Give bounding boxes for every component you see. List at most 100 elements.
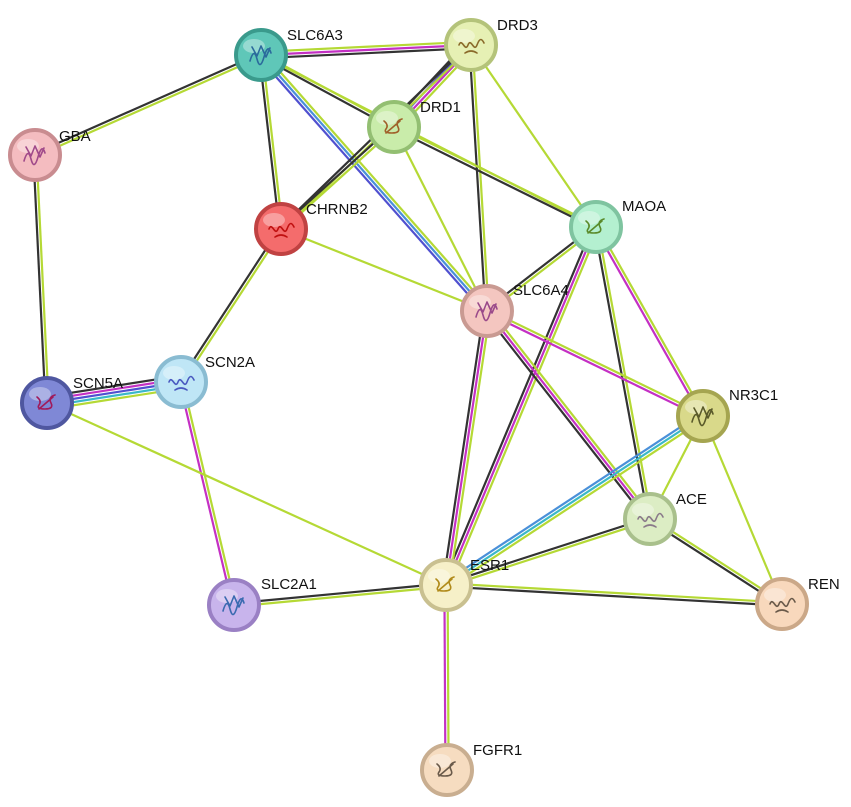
edge-line-experiments <box>444 226 598 586</box>
protein-structure-icon <box>769 597 796 613</box>
edge-maoa-nr3c1[interactable] <box>593 225 706 418</box>
edge-line-coexpression <box>32 155 47 404</box>
edge-line-coexpression <box>468 45 487 312</box>
node-ren[interactable]: REN <box>755 576 840 631</box>
edge-line-experiments <box>444 310 489 586</box>
edge-line-cooccurrence <box>445 415 704 586</box>
node-highlight <box>764 588 786 602</box>
edge-scn5a-esr1[interactable] <box>46 401 447 587</box>
edge-line-textmining <box>470 44 597 228</box>
edge-line-databases <box>260 54 488 312</box>
edge-line-experiments <box>485 311 703 419</box>
node-slc6a4[interactable]: SLC6A4 <box>460 282 569 338</box>
edge-line-coexpression <box>445 585 782 607</box>
edge-line-experiments <box>260 43 472 57</box>
node-fgfr1[interactable]: FGFR1 <box>420 742 522 797</box>
edge-maoa-ace[interactable] <box>593 226 653 520</box>
node-slc6a3[interactable]: SLC6A3 <box>234 27 343 82</box>
edge-nr3c1-ren[interactable] <box>701 415 784 605</box>
node-circle <box>755 577 809 631</box>
edge-slc6a4-esr1[interactable] <box>441 310 492 586</box>
node-label: ACE <box>676 491 707 508</box>
edge-gba-scn5a[interactable] <box>32 154 50 404</box>
node-label: SLC2A1 <box>261 576 317 593</box>
node-ace[interactable]: ACE <box>623 491 707 546</box>
node-gba[interactable]: GBA <box>8 128 91 182</box>
edge-maoa-esr1[interactable] <box>442 225 600 587</box>
node-circle <box>154 355 208 409</box>
node-drd1[interactable]: DRD1 <box>367 99 461 154</box>
edge-line-textmining <box>446 584 450 770</box>
node-maoa[interactable]: MAOA <box>569 198 666 254</box>
edge-line-textmining <box>487 308 705 416</box>
edge-line-databases <box>443 412 702 584</box>
node-label: SCN2A <box>205 354 255 371</box>
protein-structure-icon <box>383 118 403 134</box>
edge-chrnb2-slc6a4[interactable] <box>280 227 488 313</box>
protein-structure-icon <box>585 218 605 234</box>
edge-line-textmining <box>393 126 488 312</box>
node-circle <box>207 578 261 632</box>
node-highlight <box>578 211 600 225</box>
node-label: DRD1 <box>420 99 461 116</box>
node-circle <box>254 202 308 256</box>
node-circle <box>460 284 514 338</box>
edge-nr3c1-esr1[interactable] <box>443 412 706 589</box>
node-drd3[interactable]: DRD3 <box>444 17 538 72</box>
edge-line-textmining <box>35 154 50 403</box>
edge-drd1-maoa[interactable] <box>392 124 598 230</box>
edge-drd3-slc6a4[interactable] <box>468 44 490 312</box>
edge-line-textmining <box>447 227 600 587</box>
node-esr1[interactable]: ESR1 <box>419 557 509 612</box>
node-circle <box>676 389 730 443</box>
node-label: SLC6A4 <box>513 282 569 299</box>
node-slc2a1[interactable]: SLC2A1 <box>207 576 317 632</box>
protein-structure-icon <box>268 222 295 238</box>
protein-structure-icon <box>249 45 272 66</box>
edge-esr1-fgfr1[interactable] <box>443 584 450 771</box>
edge-line-textmining <box>280 227 488 313</box>
node-scn2a[interactable]: SCN2A <box>154 354 255 409</box>
edge-layer <box>32 40 784 771</box>
edge-scn2a-slc2a1[interactable] <box>178 381 237 606</box>
edge-slc6a3-gba[interactable] <box>33 52 263 158</box>
edge-line-coexpression <box>258 55 281 230</box>
edge-line-coexpression <box>392 127 596 230</box>
edge-line-experiments <box>593 227 703 418</box>
edge-line-coexpression <box>33 52 261 155</box>
edge-line-textmining <box>701 415 784 605</box>
node-highlight <box>632 503 654 517</box>
edge-slc6a3-chrnb2[interactable] <box>258 54 284 230</box>
edge-line-coexpression <box>445 516 650 585</box>
node-scn5a[interactable]: SCN5A <box>20 375 123 430</box>
edge-line-textmining <box>446 519 651 588</box>
edge-drd1-slc6a4[interactable] <box>393 126 488 312</box>
node-label: SLC6A3 <box>287 27 343 44</box>
edge-slc6a4-nr3c1[interactable] <box>485 308 705 419</box>
edge-slc6a4-ace[interactable] <box>483 308 654 522</box>
protein-structure-icon <box>435 576 455 592</box>
edge-chrnb2-scn2a[interactable] <box>178 227 284 384</box>
edge-esr1-ren[interactable] <box>445 582 783 607</box>
edge-line-textmining <box>260 40 471 53</box>
edge-slc6a3-slc6a4[interactable] <box>257 52 491 314</box>
edge-line-textmining <box>35 55 263 158</box>
node-label: FGFR1 <box>473 742 522 759</box>
edge-esr1-slc2a1[interactable] <box>233 582 447 608</box>
edge-line-textmining <box>446 582 783 604</box>
protein-structure-icon <box>691 406 714 427</box>
edge-drd3-maoa[interactable] <box>470 44 597 228</box>
node-label: MAOA <box>622 198 666 215</box>
edge-ace-esr1[interactable] <box>445 516 651 588</box>
edge-line-textmining <box>596 226 653 519</box>
edge-slc6a3-drd3[interactable] <box>260 40 472 60</box>
edge-line-textmining <box>471 44 490 311</box>
node-chrnb2[interactable]: CHRNB2 <box>254 201 368 256</box>
node-nr3c1[interactable]: NR3C1 <box>676 387 778 443</box>
edge-line-experiments <box>178 382 234 606</box>
edge-line-coexpression <box>483 312 649 522</box>
protein-structure-icon <box>168 375 195 391</box>
protein-structure-icon <box>475 301 498 322</box>
